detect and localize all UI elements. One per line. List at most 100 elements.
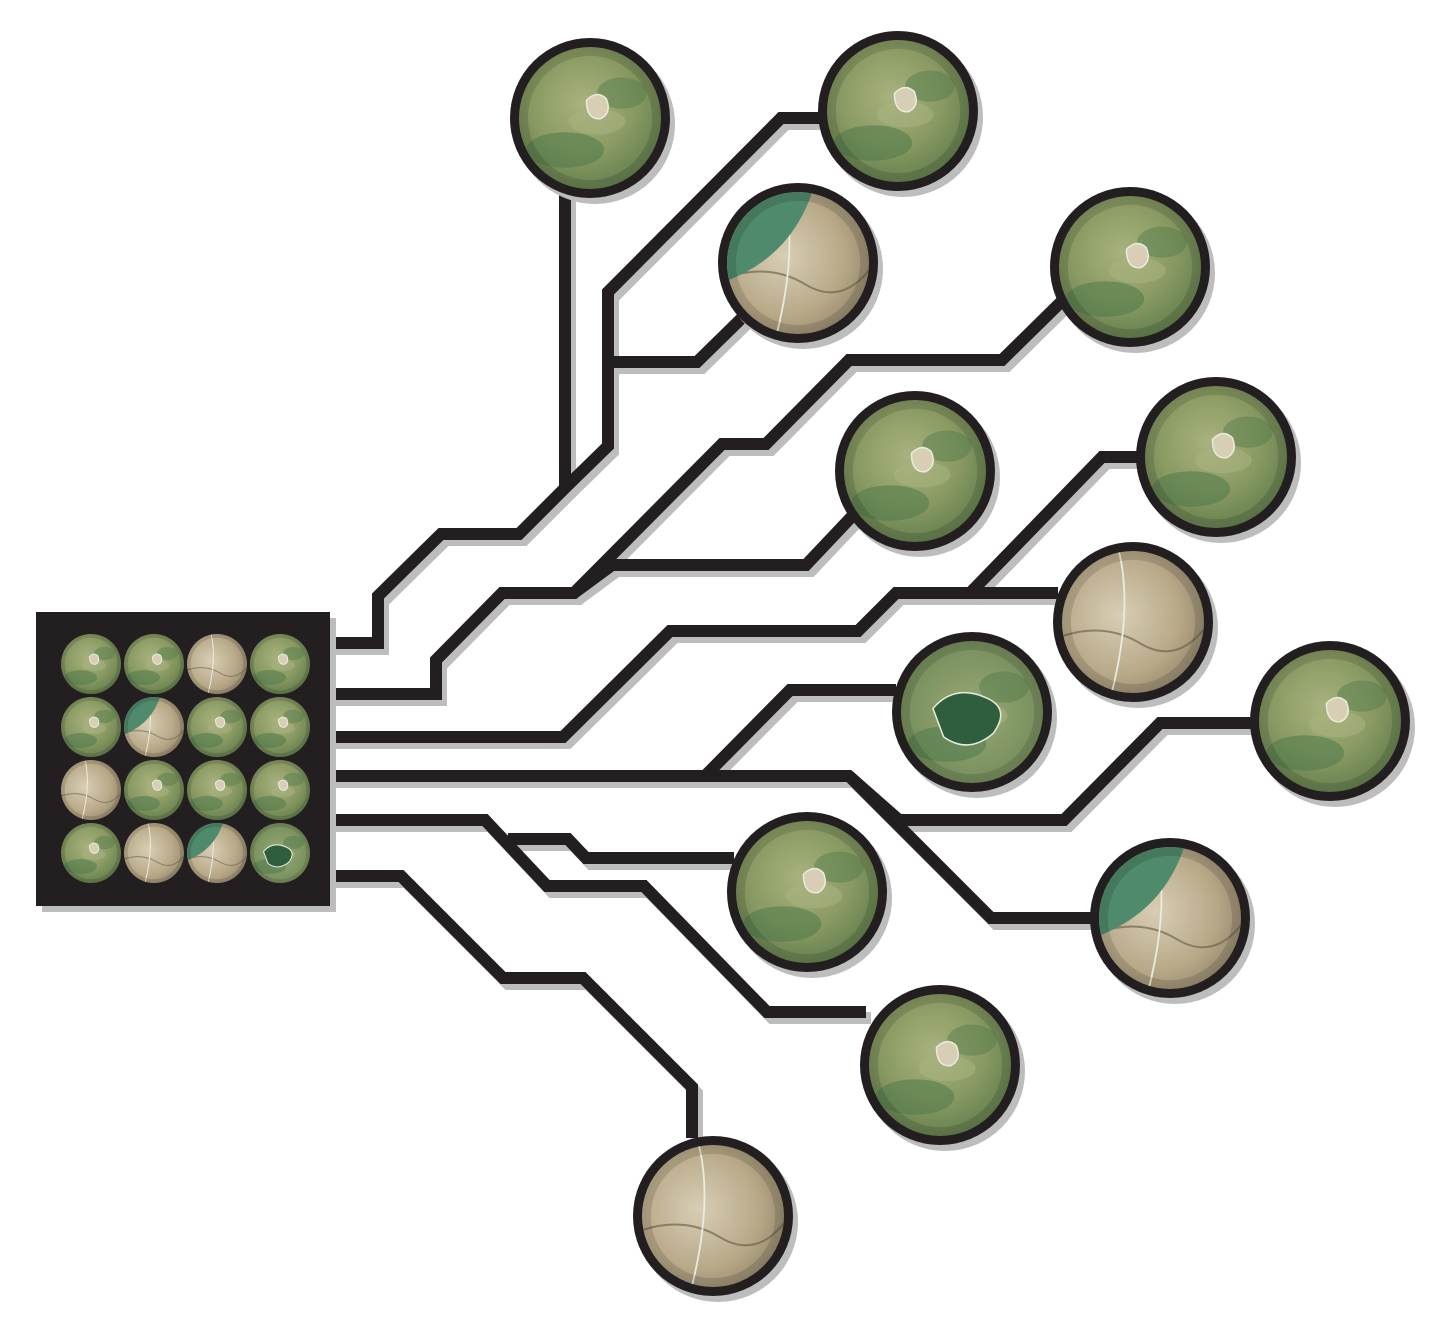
delineated-patch	[802, 867, 826, 894]
connector-line	[330, 870, 698, 1138]
delineated-boundary	[1110, 551, 1126, 693]
satellite-node	[1050, 187, 1215, 353]
vegetation-patch	[220, 709, 241, 724]
delineated-patch	[277, 653, 289, 665]
patch-imagery	[187, 760, 247, 820]
vegetation-patch	[979, 671, 1029, 703]
patch-ground	[124, 823, 184, 883]
terrain-line	[124, 855, 184, 866]
delineated-patch	[1125, 242, 1149, 269]
satellite-node	[727, 812, 892, 978]
satellite-node	[1090, 838, 1255, 1004]
patch-imagery	[1259, 650, 1401, 792]
terrain-line	[124, 729, 184, 740]
patch-imagery	[187, 634, 247, 694]
meadow-patch	[1108, 257, 1166, 284]
patch-imagery	[727, 192, 869, 334]
meadow-patch	[82, 849, 106, 860]
vegetation-patch	[127, 796, 160, 811]
satellite-node	[818, 31, 983, 197]
vegetation-patch	[127, 670, 160, 685]
delineated-patch	[88, 842, 100, 854]
terrain-line	[642, 1222, 784, 1247]
meadow-patch	[271, 786, 295, 797]
pond-patch	[932, 691, 1002, 746]
patch-ground	[1062, 551, 1204, 693]
vegetation-patch	[253, 796, 286, 811]
terrain-line	[727, 269, 869, 294]
satellite-node	[633, 1136, 798, 1302]
hub-tile	[124, 760, 184, 820]
meadow-patch	[876, 101, 934, 128]
delineated-patch	[88, 716, 100, 728]
meadow-patch	[568, 108, 626, 135]
satellite-node	[860, 985, 1025, 1151]
meadow-patch	[208, 786, 232, 797]
delineated-patch	[1211, 432, 1235, 459]
vegetation-patch	[947, 1024, 997, 1056]
hub-tile	[250, 760, 310, 820]
patch-imagery	[250, 634, 310, 694]
hub-tile	[250, 697, 310, 757]
vegetation-patch	[905, 70, 955, 102]
meadow-patch	[1194, 447, 1252, 474]
vegetation-patch	[157, 772, 178, 787]
delineated-patch	[585, 93, 609, 120]
meadow-patch	[271, 660, 295, 671]
satellite-node	[1250, 641, 1415, 807]
vegetation-patch	[283, 835, 304, 850]
hub-tile	[250, 823, 310, 883]
delineated-patch	[277, 779, 289, 791]
hub-tile	[187, 823, 247, 883]
hub-tile-grid	[61, 634, 310, 883]
vegetation-patch	[526, 132, 605, 168]
water-body	[1099, 847, 1185, 936]
connector-line	[965, 451, 1140, 598]
patch-imagery	[250, 697, 310, 757]
patch-imagery	[1099, 847, 1241, 989]
patch-imagery	[827, 40, 969, 182]
vegetation-patch	[1152, 471, 1231, 507]
vegetation-patch	[834, 125, 913, 161]
hub-tile	[61, 760, 121, 820]
hub-chip	[36, 612, 336, 912]
connector-line	[330, 814, 866, 1018]
meadow-patch	[918, 1055, 976, 1082]
delineated-patch	[151, 653, 163, 665]
satellite-nodes	[510, 31, 1415, 1302]
patch-imagery	[61, 697, 121, 757]
vegetation-patch	[743, 906, 822, 942]
patch-imagery	[187, 697, 247, 757]
hub-tile	[187, 760, 247, 820]
connector-line	[700, 684, 896, 781]
hub-tile	[124, 697, 184, 757]
patch-ground	[642, 1145, 784, 1287]
vegetation-patch	[851, 485, 930, 521]
vegetation-patch	[597, 77, 647, 109]
patch-imagery	[1062, 551, 1204, 693]
connector-line	[844, 771, 1097, 924]
connector-line	[508, 833, 734, 864]
water-body	[187, 823, 223, 861]
meadow-patch	[1308, 711, 1366, 738]
hub-tile	[61, 823, 121, 883]
terrain-line	[187, 666, 247, 677]
patch-imagery	[124, 823, 184, 883]
vegetation-patch	[64, 733, 97, 748]
patch-imagery	[869, 994, 1011, 1136]
hub-tile	[124, 823, 184, 883]
vegetation-patch	[64, 670, 97, 685]
patch-imagery	[844, 400, 986, 542]
delineated-patch	[893, 86, 917, 113]
connector-line	[330, 188, 571, 649]
vegetation-patch	[1266, 735, 1345, 771]
patch-imagery	[61, 823, 121, 883]
meadow-patch	[208, 723, 232, 734]
vegetation-patch	[876, 1079, 955, 1115]
satellite-node	[1136, 377, 1301, 543]
patch-imagery	[642, 1145, 784, 1287]
vegetation-patch	[253, 670, 286, 685]
delineated-boundary	[144, 823, 151, 883]
connector-shadow	[335, 194, 576, 655]
patch-ground	[187, 634, 247, 694]
